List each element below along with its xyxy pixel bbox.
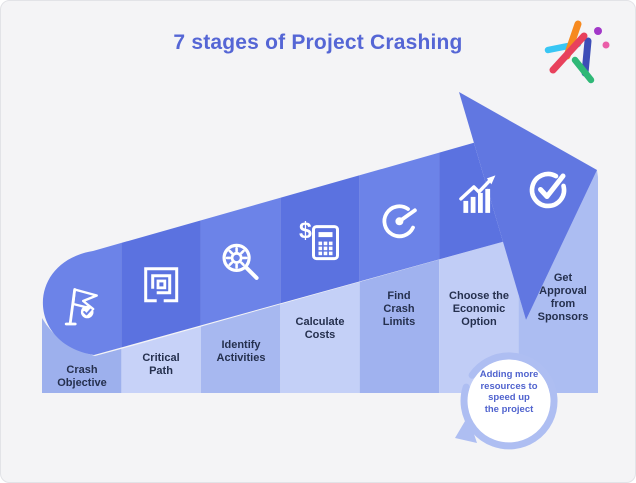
flag-check-icon	[64, 288, 98, 326]
maze-inner	[151, 274, 172, 295]
loop-disc	[467, 359, 551, 443]
growth-arrow-line	[459, 178, 492, 201]
logo-dot-pink	[602, 41, 610, 49]
calculator-screen	[318, 232, 333, 238]
logo-stroke-crimson	[549, 32, 588, 74]
column-crash-objective	[42, 318, 122, 393]
gauge-arc	[382, 204, 415, 239]
calculator-keys	[318, 241, 333, 256]
loop-arrow-head	[455, 416, 477, 443]
stage-label-get-approval: Get Approval from Sponsors	[537, 272, 589, 323]
loop-ring	[460, 352, 558, 450]
dollar-calculator-icon: $	[299, 218, 339, 261]
check-mark	[538, 173, 566, 199]
gear-teeth	[225, 246, 248, 269]
gear-hub	[230, 251, 243, 264]
stage-label-find-crash-limits: Find Crash Limits	[382, 290, 416, 328]
stage-label-calculate-costs: Calculate Costs	[295, 316, 345, 341]
maze-outer	[144, 267, 179, 303]
stage-label-critical-path: Critical Path	[142, 352, 180, 377]
stage-label-economic-option: Choose the Economic Option	[449, 290, 509, 328]
check-circle-icon	[529, 171, 567, 209]
logo-dot-purple	[594, 27, 602, 35]
gauge-hub	[395, 217, 404, 226]
maze-center	[156, 279, 167, 290]
check-circle-arc	[529, 171, 567, 209]
magnifier-gear-icon	[222, 243, 259, 280]
logo-stroke-green	[571, 56, 595, 84]
arrowhead	[459, 92, 597, 320]
column-find-crash-limits	[359, 259, 440, 393]
flag-check-mark	[83, 308, 92, 316]
column-identify-activities	[200, 304, 281, 393]
loop-arrow	[455, 352, 558, 450]
column-critical-path	[121, 326, 201, 393]
flag-pennant	[72, 288, 98, 311]
growth-bars	[463, 188, 491, 213]
loop-note: Adding more resources to speed up the pr…	[479, 369, 539, 415]
magnifier-lens	[222, 243, 251, 272]
column-calculate-costs	[280, 281, 360, 393]
growth-arrow-head	[486, 175, 496, 185]
logo-stroke-indigo	[581, 37, 592, 77]
calculator-body	[312, 225, 339, 261]
stage-label-crash-objective: Crash Objective	[57, 364, 107, 389]
brand-logo	[544, 20, 610, 84]
growth-chart-icon	[459, 175, 496, 213]
magnifier-handle	[244, 265, 259, 280]
gauge-icon	[382, 204, 417, 239]
column-get-approval	[518, 170, 598, 393]
flag-check-badge	[80, 305, 94, 319]
dollar-glyph: $	[299, 218, 312, 244]
maze-icon	[144, 267, 179, 303]
page-title: 7 stages of Project Crashing	[173, 31, 463, 54]
stage-label-identify-activities: Identify Activities	[216, 339, 266, 364]
